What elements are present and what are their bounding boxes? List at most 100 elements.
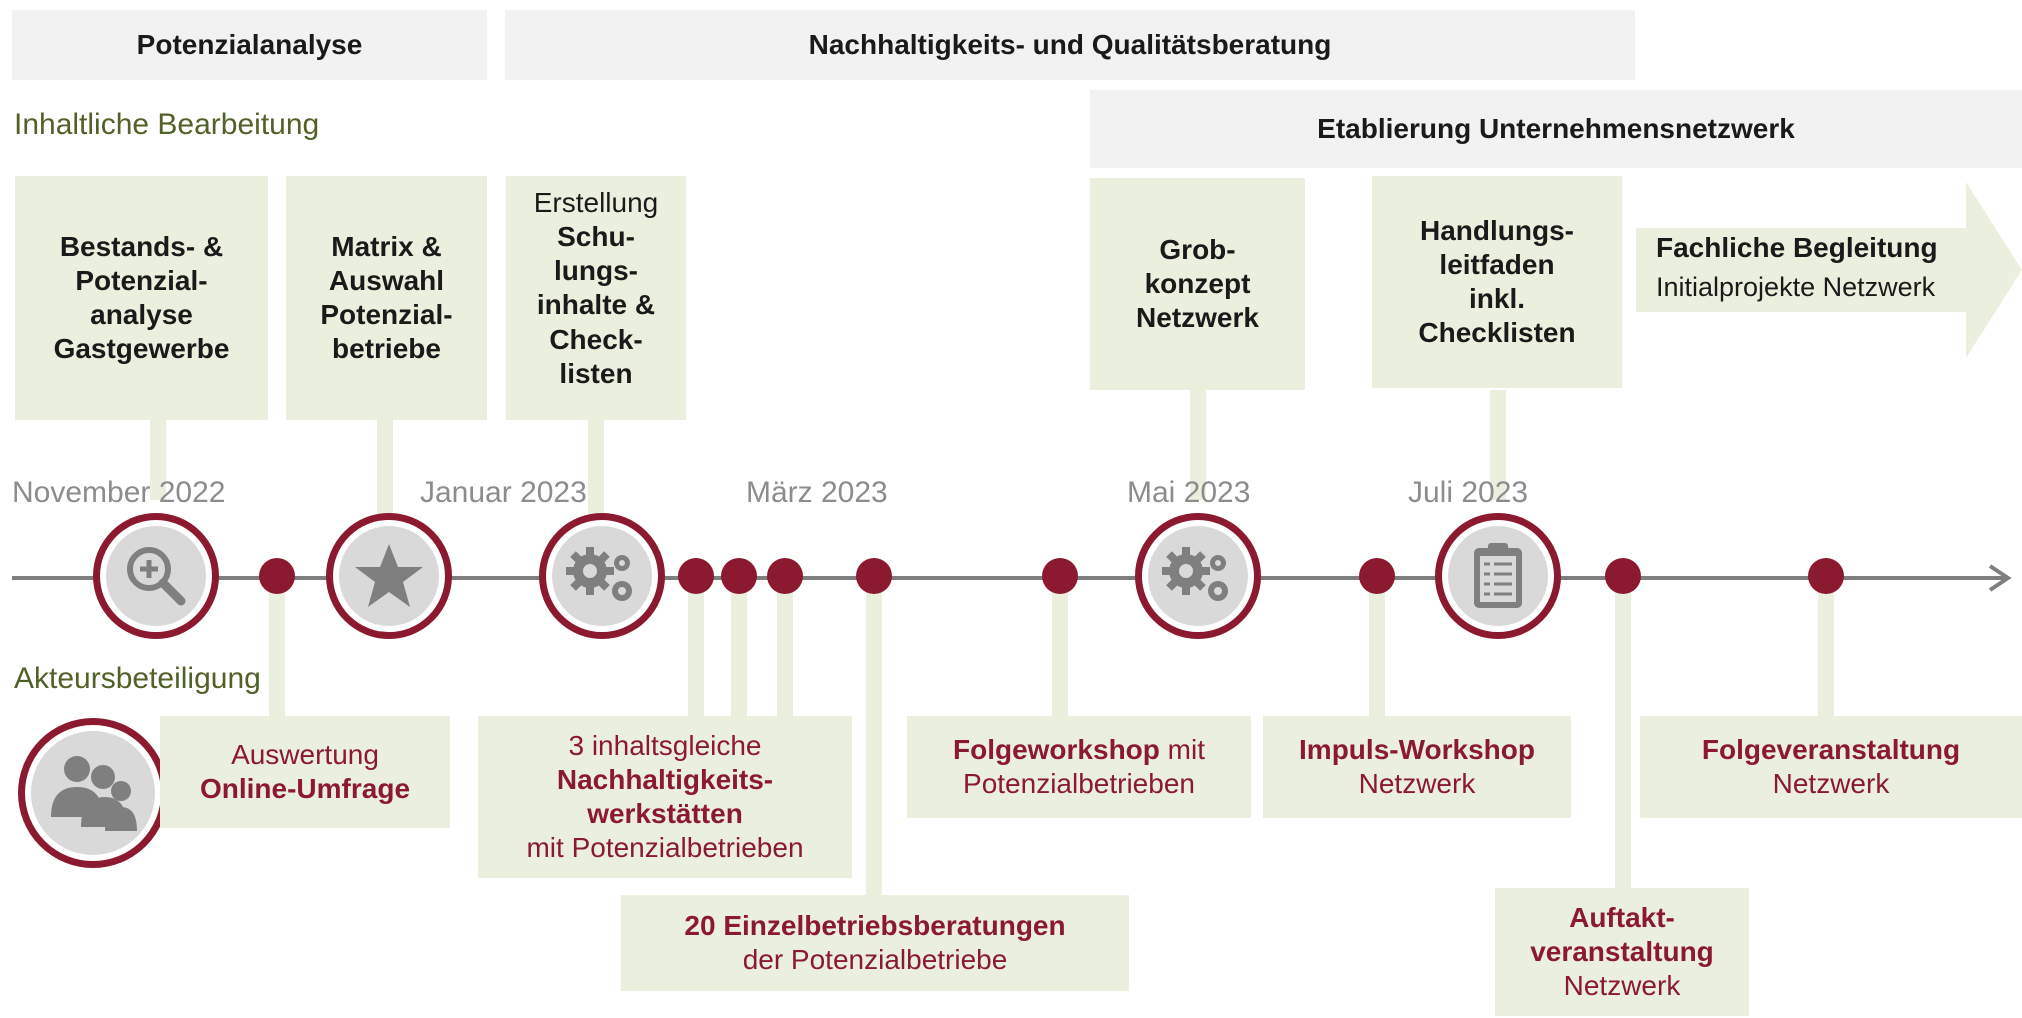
begleitung-arrow-shape	[1636, 182, 2022, 358]
actor-line: der Potenzialbetriebe	[742, 944, 1008, 975]
connector	[1818, 578, 1834, 718]
actor-line-bold: 20 Einzelbetriebsberatungen	[684, 909, 1066, 941]
icon-bg	[1448, 526, 1548, 626]
actor-box-umfrage: Auswertung Online-Umfrage	[160, 716, 450, 828]
icon-bg	[106, 526, 206, 626]
content-line: Schu-	[557, 221, 635, 253]
actor-box-einzelberatung: 20 Einzelbetriebsberatungen der Potenzia…	[621, 895, 1129, 991]
month-label: Mai 2023	[1127, 476, 1251, 509]
actor-line: Netzwerk	[1358, 768, 1476, 799]
content-line: leitfaden	[1439, 248, 1555, 280]
section-akteure: Akteursbeteiligung	[14, 662, 261, 695]
month-label: März 2023	[746, 476, 888, 509]
content-line: Auswahl	[328, 264, 445, 296]
milestone-dot	[856, 558, 892, 594]
actor-line-bold: werkstätten	[587, 798, 743, 829]
actor-box-impuls: Impuls-Workshop Netzwerk	[1263, 716, 1571, 818]
connector	[688, 578, 704, 718]
milestone-circle-grobkonzept	[1135, 513, 1261, 639]
people-icon	[51, 756, 137, 831]
content-line: Erstellung	[533, 187, 659, 218]
actor-box-folgeveranstaltung: Folgeveranstaltung Netzwerk	[1640, 716, 2022, 818]
milestone-dot	[259, 558, 295, 594]
milestone-circle-leitfaden	[1435, 513, 1561, 639]
actor-line: 3 inhaltsgleiche	[568, 729, 762, 761]
connector	[269, 578, 285, 718]
milestone-circle-matrix	[326, 513, 452, 639]
connector	[377, 420, 393, 520]
icon-bg	[31, 731, 155, 855]
connector	[1615, 578, 1631, 888]
icon-bg	[1148, 526, 1248, 626]
begleitung-subtitle: Initialprojekte Netzwerk	[1656, 272, 1936, 302]
month-label: Juli 2023	[1408, 476, 1529, 509]
content-line: Handlungs-	[1420, 214, 1574, 246]
content-line: inkl.	[1468, 283, 1525, 314]
connector	[1490, 390, 1506, 500]
actor-line-bold: veranstaltung	[1530, 935, 1714, 967]
actor-line: mit Potenzialbetrieben	[526, 832, 804, 864]
milestone-dot	[1359, 558, 1395, 594]
milestone-dot	[1605, 558, 1641, 594]
content-line: Matrix &	[331, 230, 442, 262]
actor-line-bold: Auftakt-	[1569, 901, 1675, 933]
connector	[150, 420, 166, 500]
content-box-bestand: Bestands- & Potenzial- analyse Gastgewer…	[15, 176, 268, 420]
content-line: lungs-	[554, 255, 638, 287]
phase-netzwerk: Etablierung Unternehmensnetzwerk	[1090, 90, 2022, 168]
section-inhaltlich: Inhaltliche Bearbeitung	[14, 108, 320, 141]
milestone-dot	[678, 558, 714, 594]
actor-line: Folgeworkshop mit	[953, 733, 1205, 767]
content-box-matrix: Matrix & Auswahl Potenzial- betriebe	[286, 176, 487, 420]
month-label: Januar 2023	[420, 476, 587, 509]
milestone-dot	[1808, 558, 1844, 594]
actor-line-bold: Online-Umfrage	[199, 773, 411, 804]
timeline-axis	[12, 564, 2012, 592]
actor-line: Potenzialbetrieben	[963, 768, 1195, 799]
content-line: analyse	[90, 299, 193, 330]
milestone-dot	[767, 558, 803, 594]
gears-icon	[1162, 547, 1228, 601]
content-line: Netzwerk	[1136, 302, 1259, 334]
checklist-icon	[1474, 543, 1522, 608]
actor-line-bold: Folgeveranstaltung	[1701, 733, 1961, 765]
connector	[866, 578, 882, 898]
actor-line: Netzwerk	[1563, 970, 1681, 1002]
milestone-dot	[721, 558, 757, 594]
phase-beratung: Nachhaltigkeits- und Qualitätsberatung	[505, 10, 1635, 80]
begleitung-title: Fachliche Begleitung	[1656, 232, 1938, 263]
content-line: Bestands- &	[59, 230, 224, 262]
content-line: betriebe	[332, 333, 441, 365]
milestone-circle-schulung	[539, 513, 665, 639]
connector	[777, 578, 793, 718]
actor-line-rest: mit	[1159, 733, 1205, 765]
content-line: konzept	[1144, 267, 1251, 299]
content-box-schulung: Erstellung Schu- lungs- inhalte & Check-…	[506, 176, 686, 420]
content-box-grobkonzept: Grob- konzept Netzwerk	[1090, 178, 1305, 390]
actor-box-werkstaetten: 3 inhaltsgleiche Nachhaltigkeits- werkst…	[478, 716, 852, 878]
content-line: Gastgewerbe	[53, 333, 230, 365]
actor-line-bold: Nachhaltigkeits-	[556, 763, 774, 795]
gears-icon	[566, 547, 632, 601]
content-box-leitfaden: Handlungs- leitfaden inkl. Checklisten	[1372, 176, 1622, 388]
milestone-circle-analyse	[93, 513, 219, 639]
actor-line: Auswertung	[231, 738, 379, 770]
connector	[1369, 578, 1385, 718]
content-line: inhalte &	[536, 289, 656, 321]
milestone-dot	[1042, 558, 1078, 594]
star-icon	[355, 544, 423, 607]
icon-bg	[552, 526, 652, 626]
connector	[588, 420, 604, 520]
phase-potenzialanalyse: Potenzialanalyse	[12, 10, 487, 80]
content-line: Potenzial-	[75, 264, 208, 296]
connector	[731, 578, 747, 718]
content-line: Check-	[549, 323, 643, 355]
content-line: Potenzial-	[320, 299, 453, 330]
actor-line-bold: Folgeworkshop	[952, 733, 1160, 765]
content-line: Checklisten	[1418, 317, 1576, 349]
search-icon	[127, 547, 186, 606]
month-label: November 2022	[12, 476, 226, 509]
actor-box-folgeworkshop: Folgeworkshop mit Potenzialbetrieben	[907, 716, 1251, 818]
akteure-circle	[18, 718, 168, 868]
actor-line: Netzwerk	[1772, 768, 1890, 799]
